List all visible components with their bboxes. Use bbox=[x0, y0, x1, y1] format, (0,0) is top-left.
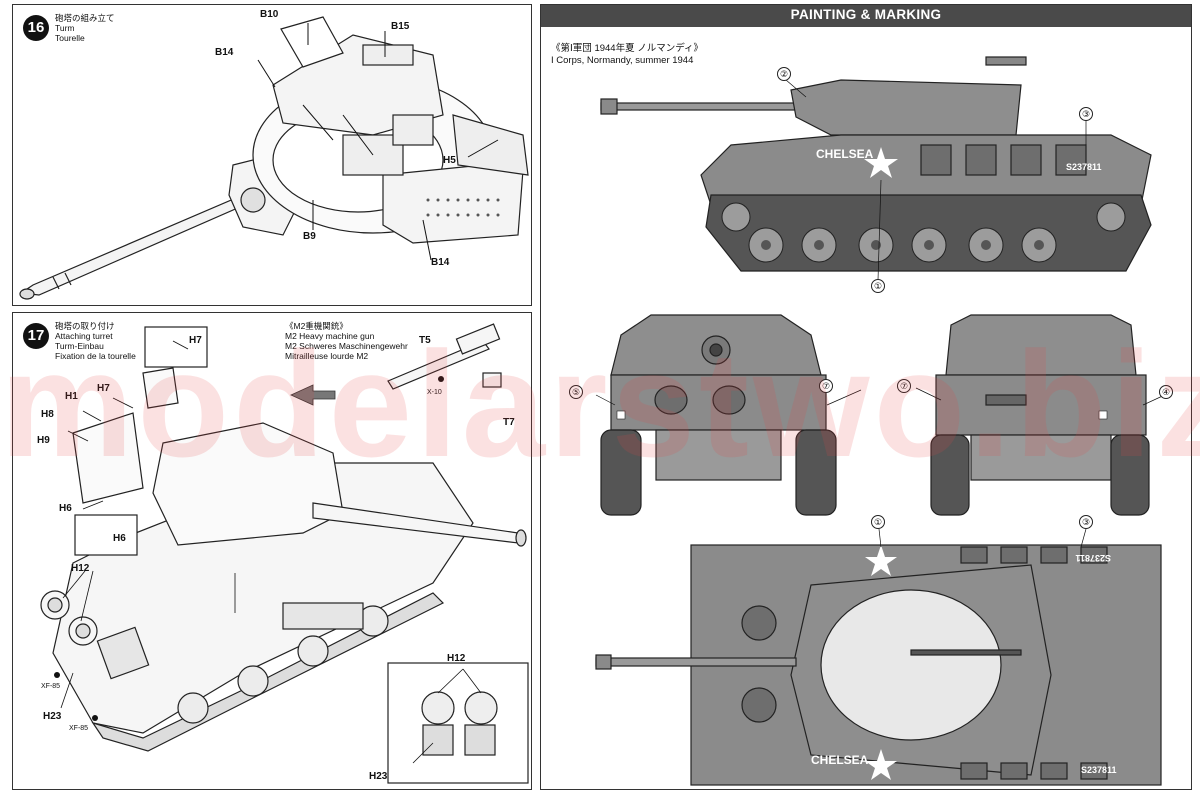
front-callout-7: ⑦ bbox=[819, 379, 833, 393]
side-allied-star-icon bbox=[864, 147, 898, 178]
part-b14-top-label: B14 bbox=[215, 47, 234, 58]
step-17-title-jp: 砲塔の取り付け bbox=[55, 321, 115, 331]
top-allied-star-b-icon bbox=[865, 749, 897, 780]
part-h5-label: H5 bbox=[443, 155, 456, 166]
step-16-panel: 16 砲塔の組み立て Turm Tourelle bbox=[12, 4, 532, 306]
mg-title-fr: Mitrailleuse lourde M2 bbox=[285, 351, 369, 361]
tank-top-view: CHELSEA S237811 S237811 bbox=[595, 528, 1162, 786]
step-16-title-jp: 砲塔の組み立て bbox=[55, 13, 115, 23]
painting-marking-panel: PAINTING & MARKING 《第Ⅰ軍団 1944年夏 ノルマンディ》 … bbox=[540, 4, 1192, 790]
step-16-title-de: Turm bbox=[55, 23, 75, 33]
step-17-panel: 17 砲塔の取り付け Attaching turret Turm-Einbau … bbox=[12, 312, 532, 790]
side-callout-2: ② bbox=[777, 67, 791, 81]
side-callout-1: ① bbox=[871, 279, 885, 293]
tank-rear-view bbox=[915, 314, 1170, 516]
painting-subtitle: 《第Ⅰ軍団 1944年夏 ノルマンディ》 I Corps, Normandy, … bbox=[551, 43, 703, 67]
step-16-title-fr: Tourelle bbox=[55, 33, 85, 43]
mg-title-jp: 《M2重機関銃》 bbox=[285, 321, 348, 331]
step-16-title: 砲塔の組み立て Turm Tourelle bbox=[55, 13, 115, 43]
inset-h12-label: H12 bbox=[447, 653, 466, 664]
inset-h23-label: H23 bbox=[369, 771, 388, 782]
part-xf85-a-label: XF-85 bbox=[41, 683, 61, 690]
top-chelsea-text: CHELSEA bbox=[811, 753, 869, 767]
side-callout-3: ③ bbox=[1079, 107, 1093, 121]
step-17-title: 砲塔の取り付け Attaching turret Turm-Einbau Fix… bbox=[55, 321, 136, 361]
part-t7-label: T7 bbox=[503, 417, 515, 428]
step-17-title-en: Attaching turret bbox=[55, 331, 113, 341]
painting-marking-banner: PAINTING & MARKING bbox=[541, 5, 1191, 27]
mg-subassembly-title: 《M2重機関銃》 M2 Heavy machine gun M2 Schwere… bbox=[285, 321, 408, 361]
painting-subtitle-en: I Corps, Normandy, summer 1944 bbox=[551, 55, 694, 66]
top-allied-star-a-icon bbox=[865, 545, 897, 576]
rear-callout-4: ④ bbox=[1159, 385, 1173, 399]
part-xf85-b-label: XF-85 bbox=[69, 725, 89, 732]
part-t5-label: T5 bbox=[419, 335, 431, 346]
top-callout-3: ③ bbox=[1079, 515, 1093, 529]
part-h7-label: H7 bbox=[97, 383, 110, 394]
turret-assembly-drawing bbox=[19, 16, 529, 300]
top-serial-mirrored-text: S237811 bbox=[1075, 553, 1111, 563]
top-callout-1: ① bbox=[871, 515, 885, 529]
mg-title-de: M2 Schweres Maschinengewehr bbox=[285, 341, 408, 351]
direction-arrow-icon bbox=[290, 384, 336, 406]
rear-callout-7: ⑦ bbox=[897, 379, 911, 393]
mg-title-en: M2 Heavy machine gun bbox=[285, 331, 375, 341]
step-17-number: 17 bbox=[23, 323, 49, 349]
part-x10-label: X-10 bbox=[427, 389, 442, 396]
hull-assembly-drawing bbox=[40, 323, 529, 784]
tank-front-view bbox=[595, 314, 862, 516]
side-chelsea-text: CHELSEA bbox=[816, 147, 874, 161]
step-17-title-fr: Fixation de la tourelle bbox=[55, 351, 136, 361]
top-serial-text: S237811 bbox=[1081, 765, 1117, 775]
step-16-number: 16 bbox=[23, 15, 49, 41]
part-h8-label: H8 bbox=[41, 409, 54, 420]
part-b9-label: B9 bbox=[303, 231, 316, 242]
part-b15-label: B15 bbox=[391, 21, 410, 32]
side-serial-text: S237811 bbox=[1066, 162, 1102, 172]
part-h1-label: H1 bbox=[65, 391, 78, 402]
part-h7-top-label: H7 bbox=[189, 335, 202, 346]
part-h6-box-label: H6 bbox=[113, 533, 126, 544]
part-h6-left-label: H6 bbox=[59, 503, 72, 514]
tank-side-view: CHELSEA S237811 bbox=[600, 56, 1152, 281]
step-17-title-de: Turm-Einbau bbox=[55, 341, 104, 351]
part-b14-bottom-label: B14 bbox=[431, 257, 450, 268]
part-h9-label: H9 bbox=[37, 435, 50, 446]
part-h12-label: H12 bbox=[71, 563, 90, 574]
part-h23-label: H23 bbox=[43, 711, 62, 722]
front-callout-5: ⑤ bbox=[569, 385, 583, 399]
part-b10-label: B10 bbox=[260, 9, 279, 20]
painting-subtitle-jp: 《第Ⅰ軍団 1944年夏 ノルマンディ》 bbox=[551, 43, 704, 54]
